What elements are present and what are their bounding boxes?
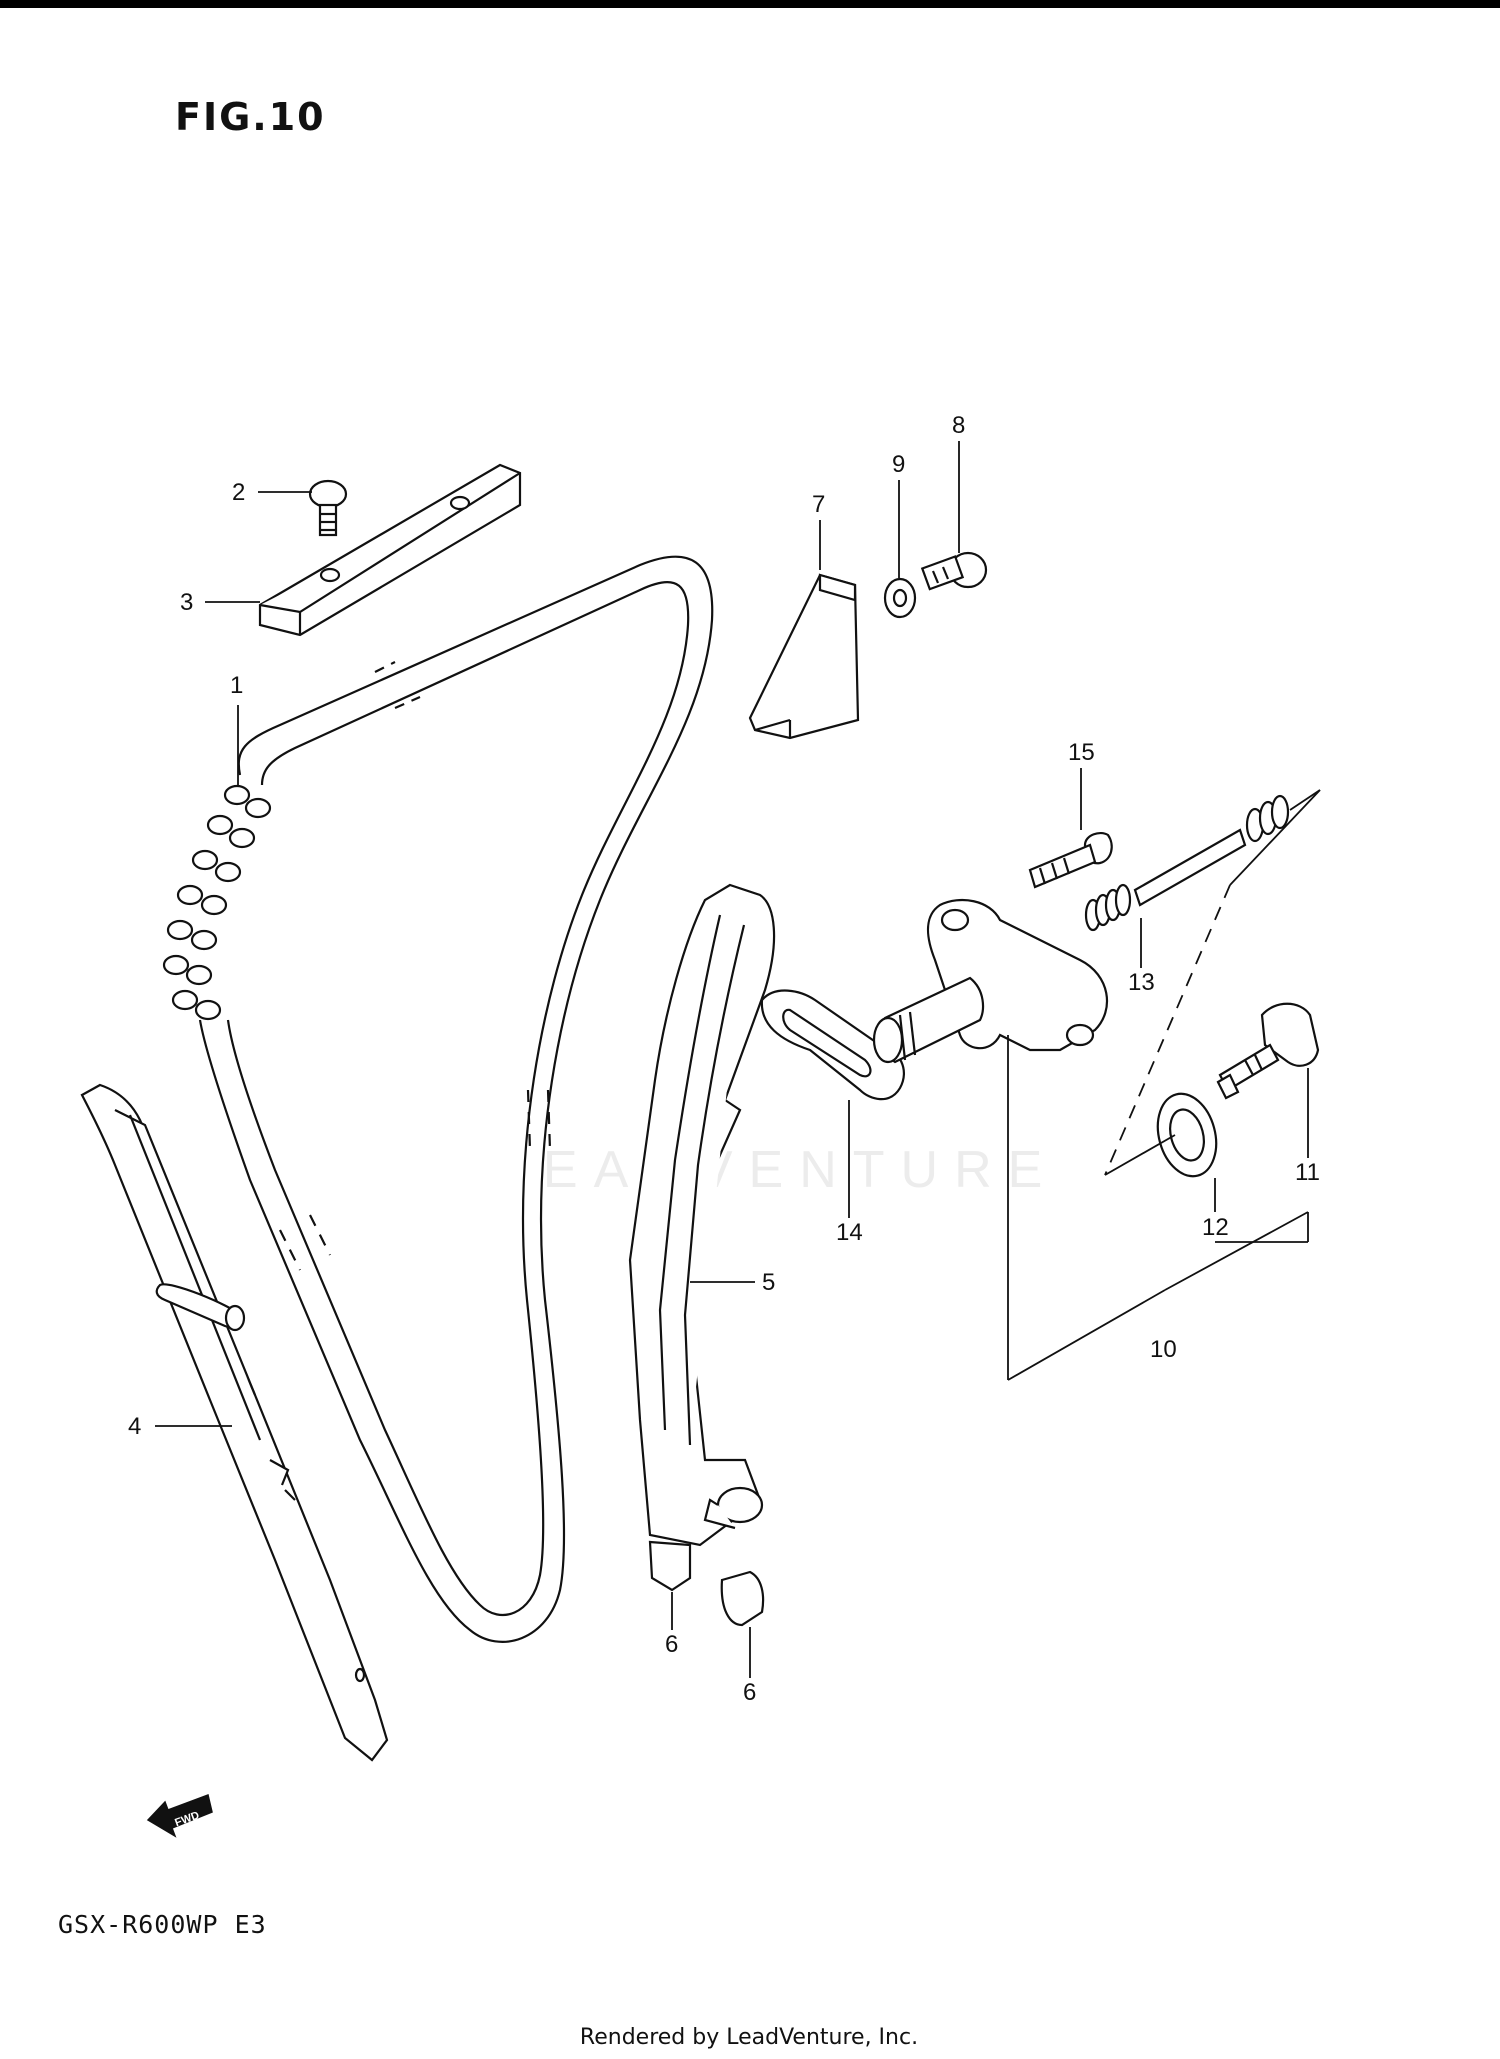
callout-13: 13: [1128, 918, 1155, 996]
callout-6a: 6: [665, 1592, 678, 1658]
svg-text:4: 4: [128, 1413, 141, 1440]
cap-bolt-washer[interactable]: [1149, 1087, 1225, 1183]
callout-6b: 6: [743, 1627, 756, 1706]
model-code: GSX-R600WP E3: [58, 1910, 267, 1939]
svg-text:8: 8: [952, 412, 965, 439]
tensioner-cap-bolt[interactable]: [1216, 1002, 1320, 1100]
tensioner-rod[interactable]: [1133, 794, 1290, 907]
guide-screw[interactable]: [308, 479, 348, 537]
tensioner-bolt[interactable]: [1028, 831, 1113, 889]
callout-5: 5: [690, 1269, 775, 1296]
cam-chain-tensioner[interactable]: [872, 898, 1109, 1064]
guide-damper-a[interactable]: [648, 1540, 692, 1592]
svg-text:1: 1: [230, 672, 243, 699]
figure-title: FIG.10: [175, 95, 326, 139]
watermark: LEADVENTURE: [498, 1141, 1059, 1199]
cam-chain-guide-top[interactable]: [258, 463, 522, 637]
callout-11: 11: [1295, 1068, 1320, 1186]
svg-text:5: 5: [762, 1269, 775, 1296]
guide-damper-b[interactable]: [720, 1570, 765, 1627]
svg-text:13: 13: [1128, 969, 1155, 996]
callout-1: 1: [230, 672, 243, 785]
cam-chain-guide-rear[interactable]: [80, 1083, 389, 1762]
callout-15: 15: [1068, 739, 1095, 830]
svg-text:3: 3: [180, 589, 193, 616]
svg-text:6: 6: [665, 1631, 678, 1658]
bolt-washer[interactable]: [883, 577, 917, 619]
callout-10: 10: [1007, 789, 1321, 1381]
callout-8: 8: [952, 412, 965, 553]
tensioner-gasket[interactable]: [760, 989, 906, 1101]
tensioner-spring[interactable]: [1084, 883, 1132, 932]
svg-text:2: 2: [232, 479, 245, 506]
chain-guide-block[interactable]: [748, 573, 860, 740]
svg-text:9: 9: [892, 451, 905, 478]
forward-direction-icon: FWD: [146, 1793, 213, 1838]
callout-7: 7: [812, 491, 825, 570]
svg-text:10: 10: [1150, 1336, 1177, 1363]
callout-12: 12: [1202, 1178, 1229, 1241]
svg-text:15: 15: [1068, 739, 1095, 766]
top-border: [0, 0, 1500, 8]
svg-text:11: 11: [1295, 1159, 1320, 1186]
footer-text: Rendered by LeadVenture, Inc.: [579, 2025, 919, 2050]
svg-text:6: 6: [743, 1679, 756, 1706]
callout-3: 3: [180, 589, 260, 616]
callout-4: 2: [232, 479, 312, 506]
svg-text:12: 12: [1202, 1214, 1229, 1241]
svg-text:14: 14: [836, 1219, 863, 1246]
chain-links: [162, 784, 272, 1021]
block-bolt[interactable]: [920, 551, 988, 591]
footer-credit: Rendered by LeadVenture, Inc.: [0, 2025, 1500, 2050]
callout-2: 4: [128, 1413, 232, 1440]
cam-chain-guide-front[interactable]: [628, 883, 776, 1547]
cam-chain[interactable]: [162, 555, 714, 1643]
callout-14: 14: [836, 1100, 863, 1246]
callout-9: 9: [892, 451, 905, 578]
svg-text:7: 7: [812, 491, 825, 518]
